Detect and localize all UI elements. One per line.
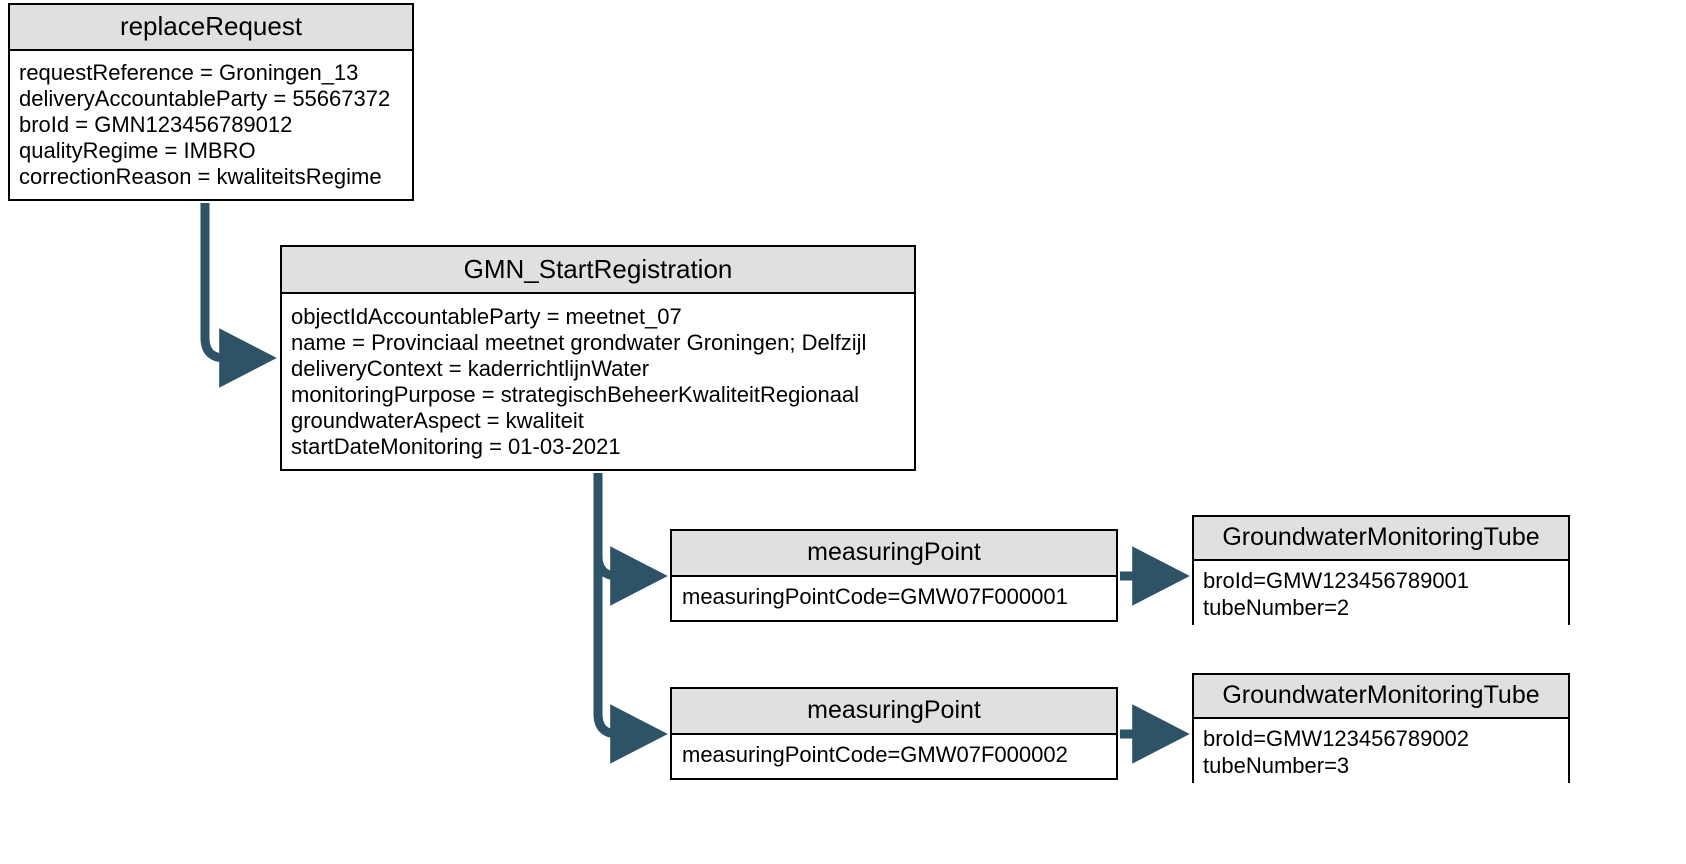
node-groundwater-monitoring-tube-1-title: GroundwaterMonitoringTube: [1194, 517, 1568, 561]
attribute-bro-id: broId = GMN123456789012: [19, 112, 293, 137]
connector-replace-request-to-start-registration: [200, 203, 277, 388]
attribute-measuring-point-code: measuringPointCode=GMW07F000002: [682, 742, 1068, 767]
node-groundwater-monitoring-tube-2-title: GroundwaterMonitoringTube: [1194, 675, 1568, 719]
attribute-tube-number: tubeNumber=2: [1203, 595, 1350, 620]
node-gmn-start-registration[interactable]: GMN_StartRegistration objectIdAccountabl…: [280, 245, 916, 471]
node-groundwater-monitoring-tube-1[interactable]: GroundwaterMonitoringTube broId=GMW12345…: [1192, 515, 1570, 627]
attribute-quality-regime: qualityRegime = IMBRO: [19, 138, 256, 163]
attribute-name: name = Provinciaal meetnet grondwater Gr…: [291, 330, 867, 355]
node-groundwater-monitoring-tube-2-body: broId=GMW123456789002 tubeNumber=3: [1194, 719, 1568, 785]
node-measuring-point-2[interactable]: measuringPoint measuringPointCode=GMW07F…: [670, 687, 1118, 780]
attribute-correction-reason: correctionReason = kwaliteitsRegime: [19, 164, 382, 189]
node-replace-request[interactable]: replaceRequest requestReference = Gronin…: [8, 3, 414, 201]
attribute-bro-id: broId=GMW123456789001: [1203, 568, 1470, 593]
attribute-delivery-accountable-party: deliveryAccountableParty = 55667372: [19, 86, 391, 111]
node-gmn-start-registration-body: objectIdAccountableParty = meetnet_07 na…: [282, 294, 914, 469]
attribute-groundwater-aspect: groundwaterAspect = kwaliteit: [291, 408, 584, 433]
node-groundwater-monitoring-tube-1-body: broId=GMW123456789001 tubeNumber=2: [1194, 561, 1568, 627]
connector-start-registration-to-measuring-point-2: [593, 556, 668, 764]
attribute-measuring-point-code: measuringPointCode=GMW07F000001: [682, 584, 1068, 609]
node-measuring-point-1-title: measuringPoint: [672, 531, 1116, 577]
node-measuring-point-2-body: measuringPointCode=GMW07F000002: [672, 735, 1116, 775]
node-measuring-point-1-body: measuringPointCode=GMW07F000001: [672, 577, 1116, 617]
node-replace-request-title: replaceRequest: [10, 5, 412, 51]
node-measuring-point-2-title: measuringPoint: [672, 689, 1116, 735]
attribute-monitoring-purpose: monitoringPurpose = strategischBeheerKwa…: [291, 382, 860, 407]
node-replace-request-body: requestReference = Groningen_13 delivery…: [10, 51, 412, 199]
attribute-tube-number: tubeNumber=3: [1203, 753, 1350, 778]
node-gmn-start-registration-title: GMN_StartRegistration: [282, 247, 914, 294]
connector-start-registration-to-measuring-point-1: [593, 473, 668, 606]
attribute-delivery-context: deliveryContext = kaderrichtlijnWater: [291, 356, 650, 381]
attribute-request-reference: requestReference = Groningen_13: [19, 60, 359, 85]
attribute-start-date-monitoring: startDateMonitoring = 01-03-2021: [291, 434, 621, 459]
attribute-bro-id: broId=GMW123456789002: [1203, 726, 1470, 751]
node-groundwater-monitoring-tube-2[interactable]: GroundwaterMonitoringTube broId=GMW12345…: [1192, 673, 1570, 785]
node-measuring-point-1[interactable]: measuringPoint measuringPointCode=GMW07F…: [670, 529, 1118, 622]
attribute-object-id-accountable-party: objectIdAccountableParty = meetnet_07: [291, 304, 682, 329]
